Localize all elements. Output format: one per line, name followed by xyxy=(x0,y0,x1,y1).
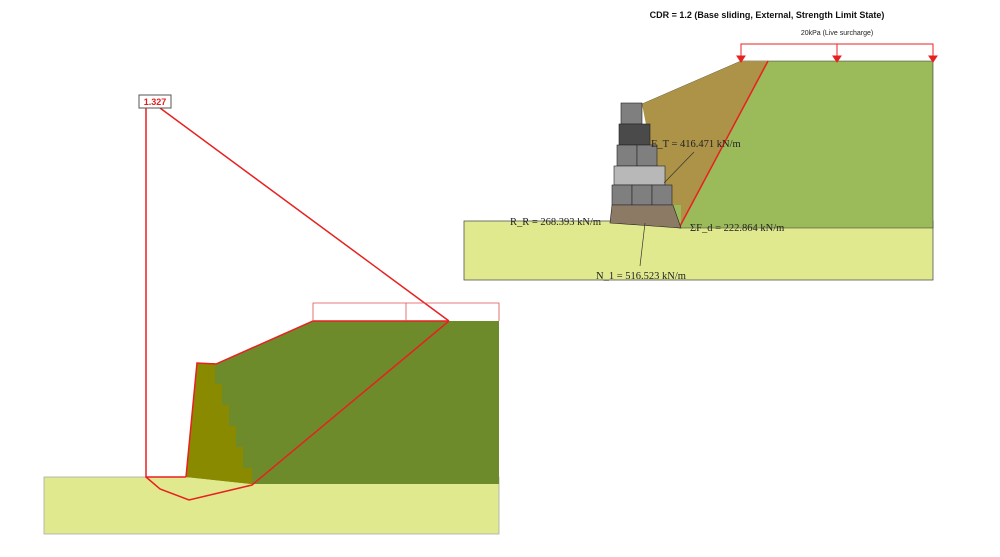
n1-force-label: N_1 = 516.523 kN/m xyxy=(596,271,686,282)
left-stability-diagram: 1.327 xyxy=(43,94,500,535)
slip-circle-base xyxy=(145,320,450,501)
foundation-soil-right xyxy=(463,220,934,281)
fs-label-box[interactable]: 1.327 xyxy=(138,94,172,109)
right-surcharge xyxy=(736,43,938,63)
retained-soil xyxy=(186,321,499,484)
right-sliding-diagram: CDR = 1.2 (Base sliding, External, Stren… xyxy=(463,10,938,282)
n1-arrow xyxy=(639,222,646,267)
failure-plane xyxy=(678,60,769,229)
segmental-blocks xyxy=(609,102,682,229)
foundation-soil xyxy=(43,476,500,535)
rr-force-label: R_R = 268.393 kN/m xyxy=(510,217,601,228)
active-wedge xyxy=(642,61,768,228)
slope-outline xyxy=(185,320,449,478)
et-force-label: E_T = 416.471 kN/m xyxy=(651,139,741,150)
slip-surface xyxy=(159,107,450,322)
wall-blocks xyxy=(186,363,252,484)
et-arrow xyxy=(663,151,695,184)
sum-fd-force-label: ΣF_d = 222.864 kN/m xyxy=(690,223,784,234)
left-surcharge xyxy=(312,302,500,321)
surcharge-label: 20kPa (Live surcharge) xyxy=(801,30,873,37)
diagram-title: CDR = 1.2 (Base sliding, External, Stren… xyxy=(650,10,885,20)
factor-of-safety: 1.327 xyxy=(144,97,167,107)
slip-surface-outline xyxy=(145,108,186,478)
